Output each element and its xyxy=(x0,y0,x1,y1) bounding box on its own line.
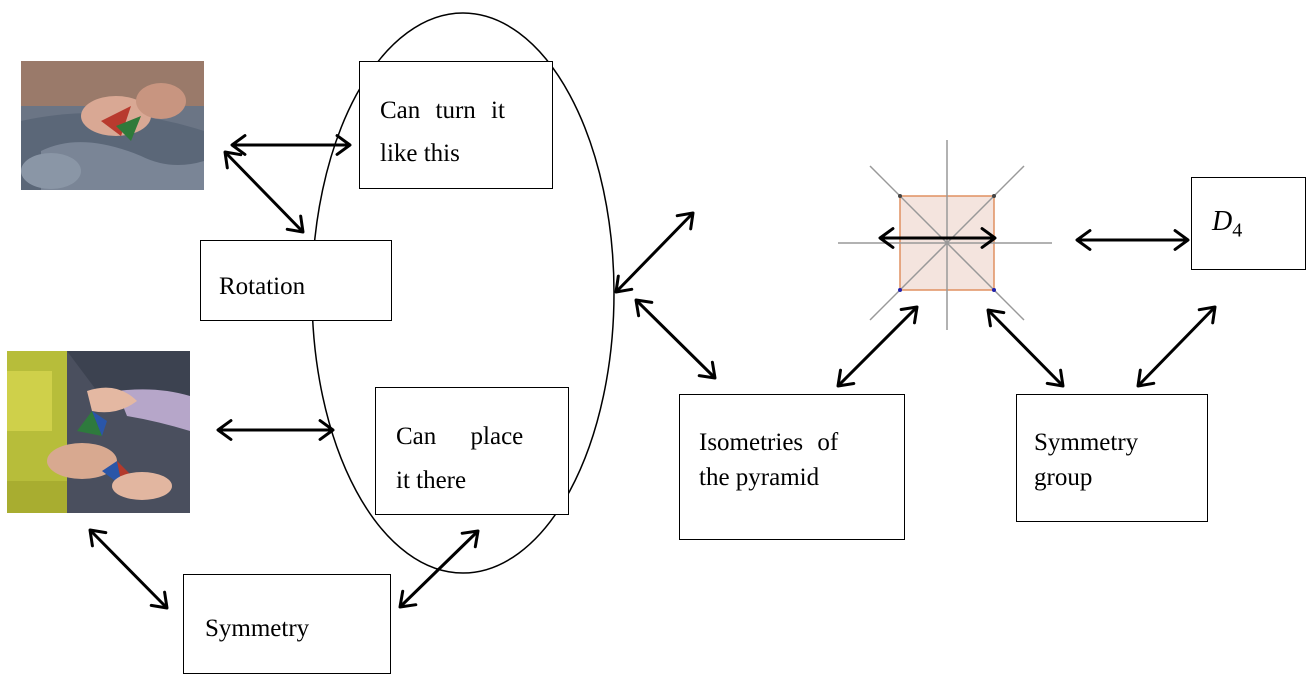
arrow-ellipse-to-isometries xyxy=(636,300,715,378)
arrow-ellipse-to-isometries-shaft xyxy=(636,300,715,378)
arrow-square-to-symmetry-group-shaft xyxy=(988,310,1063,386)
arrow-photo-top-to-turn xyxy=(232,136,350,155)
arrow-symmetry-to-place xyxy=(400,531,478,607)
arrow-isometries-to-square-shaft xyxy=(838,307,917,386)
arrow-photo-bottom-to-symmetry-shaft xyxy=(90,530,167,608)
arrow-ellipse-to-upper-shaft xyxy=(616,213,693,292)
arrow-square-inner xyxy=(880,229,995,248)
arrow-photo-top-to-rotation xyxy=(225,152,303,232)
arrow-ellipse-to-upper xyxy=(616,213,693,292)
arrow-symmetry-group-to-d4-shaft xyxy=(1138,307,1215,386)
arrow-isometries-to-square xyxy=(838,307,917,386)
arrow-square-to-symmetry-group xyxy=(988,310,1063,386)
arrow-symmetry-to-place-shaft xyxy=(400,531,478,607)
arrow-photo-bottom-to-place xyxy=(218,421,333,440)
arrow-photo-top-to-rotation-shaft xyxy=(225,152,303,232)
arrow-photo-bottom-to-symmetry xyxy=(90,530,167,608)
arrow-square-to-d4 xyxy=(1077,231,1188,250)
arrow-symmetry-group-to-d4 xyxy=(1138,307,1215,386)
